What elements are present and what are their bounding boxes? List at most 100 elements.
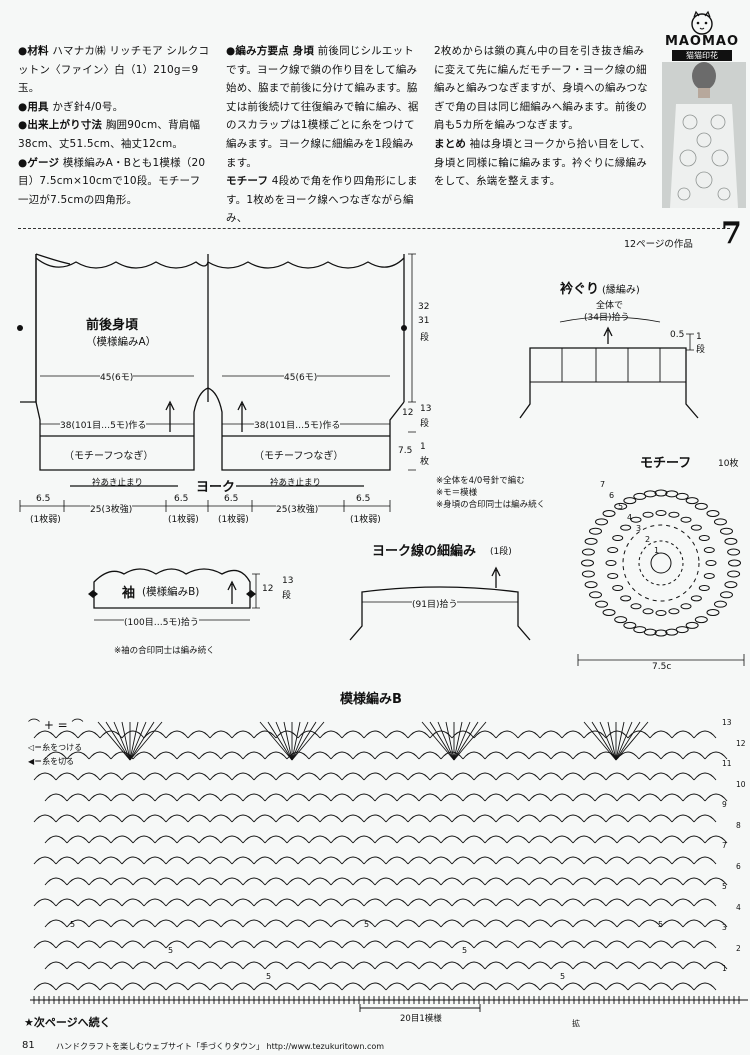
chain-loop [363, 814, 387, 823]
fan-stitch [615, 721, 641, 761]
fan-stitch [129, 721, 147, 761]
motif-chain-loop [694, 616, 708, 624]
chain-loop [704, 961, 728, 970]
chain-loop [374, 793, 398, 802]
chain-loop [550, 961, 574, 970]
chain-loop [506, 919, 530, 928]
motif-title: モチーフ [640, 456, 692, 471]
motif-chain-loop [728, 559, 741, 567]
chain-loop [209, 814, 233, 823]
chain-loop [110, 919, 134, 928]
fan-stitch [421, 721, 455, 761]
chain-loop [374, 961, 398, 970]
paragraph-label: ●出来上がり寸法 [18, 119, 103, 132]
chain-loop [693, 856, 717, 865]
chain-loop [539, 940, 563, 949]
chain-loop [231, 814, 255, 823]
chain-loop [528, 751, 552, 760]
paragraph-label: ●材料 [18, 45, 49, 57]
motif-chain-loop [665, 628, 679, 636]
chain-loop [363, 898, 387, 907]
bottom-dim-6: 6.5 [356, 494, 371, 504]
chain-loop [330, 919, 354, 928]
chain-loop [550, 793, 574, 802]
chain-loop [649, 898, 673, 907]
chain-loop [55, 772, 79, 781]
page-number: 81 [22, 1040, 35, 1051]
chain-loop [572, 919, 596, 928]
chain-loop [638, 961, 662, 970]
chain-loop [341, 814, 365, 823]
chain-loop [407, 898, 431, 907]
chain-loop [143, 856, 167, 865]
chain-loop [88, 751, 112, 760]
chain-loop [484, 877, 508, 886]
chain-loop [33, 814, 57, 823]
bottom-dim-1: 6.5 [36, 494, 51, 504]
chain-loop [330, 793, 354, 802]
pattern-row-number: 11 [722, 759, 732, 768]
chain-loop [605, 898, 629, 907]
chain-loop [561, 856, 585, 865]
chain-loop [660, 751, 684, 760]
chain-loop [572, 751, 596, 760]
chain-loop [143, 940, 167, 949]
motif-round-number: 5 [618, 502, 624, 511]
paragraph-text: 胸囲90cm、背肩幅38cm、丈51.5cm、袖丈12cm。 [18, 119, 201, 150]
chain-loop [132, 919, 156, 928]
lace-top-photo [662, 62, 746, 208]
chain-loop [583, 814, 607, 823]
chain-loop [209, 772, 233, 781]
cut-marker-icon: ◀ [28, 757, 35, 766]
chain-loop [638, 835, 662, 844]
chain-loop [220, 919, 244, 928]
chain-loop [297, 940, 321, 949]
text-paragraph: ●用具 かぎ針4/0号。 [18, 98, 214, 117]
chain-loop [121, 730, 145, 739]
chain-loop [319, 898, 343, 907]
chain-loop [187, 772, 211, 781]
motif-chain-loop [623, 497, 637, 505]
motif-chain-loop [581, 559, 594, 567]
motif-count: 10枚 [718, 459, 739, 469]
motif-chain-loop [602, 510, 616, 518]
paragraph-text: 模様編みA・Bとも1模様（20目）7.5cm×10cmで10段。モチーフ 一辺が… [18, 156, 206, 206]
text-paragraph: ●出来上がり寸法 胸囲90cm、背肩幅38cm、丈51.5cm、袖丈12cm。 [18, 116, 214, 153]
chain-loop [55, 982, 79, 991]
chain-loop [187, 730, 211, 739]
chain-loop [242, 751, 266, 760]
chain-loop [385, 772, 409, 781]
fan-stitch [97, 721, 131, 761]
chain-loop [374, 877, 398, 886]
chain-loop [528, 961, 552, 970]
chain-loop [473, 940, 497, 949]
page-tag: 12ページの作品 [624, 239, 693, 250]
fan-stitch [267, 721, 293, 761]
motif-chain-loop [724, 537, 738, 545]
width-right: 45(6モ) [284, 370, 318, 383]
pattern-row-number: 8 [736, 820, 741, 830]
pattern-row-number: 2 [736, 943, 741, 953]
chain-loop [110, 793, 134, 802]
chain-loop [682, 877, 706, 886]
chain-loop [693, 730, 717, 739]
chain-loop [429, 730, 453, 739]
chain-loop [616, 793, 640, 802]
motif-round-number: 4 [627, 513, 633, 522]
chain-loop [242, 877, 266, 886]
bottom-dim-4: 6.5 [224, 494, 239, 504]
chain-loop [495, 940, 519, 949]
chain-loop [462, 877, 486, 886]
motif-round-number: 6 [609, 491, 615, 500]
chain-loop [583, 940, 607, 949]
fan-stitch [583, 721, 617, 761]
pattern-row-number: 10 [736, 779, 746, 789]
chain-loop [660, 835, 684, 844]
attach-marker-icon: ◁ [28, 743, 35, 752]
chain-loop [506, 793, 530, 802]
chain-loop [374, 835, 398, 844]
chain-loop [154, 835, 178, 844]
chain-loop [605, 814, 629, 823]
chain-loop [440, 919, 464, 928]
legend-cut-text: ＝糸を切る [34, 757, 75, 766]
